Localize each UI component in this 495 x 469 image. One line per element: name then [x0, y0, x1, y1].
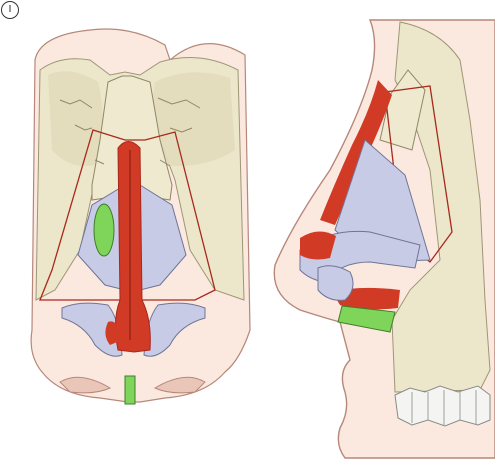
lateral-alar-ring: [317, 265, 354, 301]
lateral-dorsum-red: [320, 80, 392, 225]
left-orbit: [48, 71, 103, 166]
lateral-strut-green: [337, 305, 396, 333]
right-nostril: [153, 376, 206, 394]
suture-lines: [59, 97, 201, 167]
osteotomy-outline: [39, 129, 216, 301]
panel-label: I: [1, 1, 19, 19]
teeth: [394, 385, 491, 427]
lateral-view: [273, 19, 495, 459]
dorsal-septum-highlight: [114, 141, 151, 353]
nasal-bones: [91, 75, 173, 201]
frontal-view: [30, 28, 251, 405]
lateral-red-patch: [105, 321, 122, 345]
right-orbit: [152, 72, 235, 166]
lower-lateral-cartilage-right: [143, 302, 206, 357]
spreader-graft-green: [93, 203, 115, 257]
left-nostril: [59, 376, 112, 394]
lower-lateral-cartilage-left: [61, 302, 123, 357]
columellar-strut-green: [124, 375, 136, 405]
lateral-dome-red: [300, 231, 336, 260]
tooth-dividers: [411, 390, 477, 425]
lateral-nasal-bone: [379, 69, 426, 151]
